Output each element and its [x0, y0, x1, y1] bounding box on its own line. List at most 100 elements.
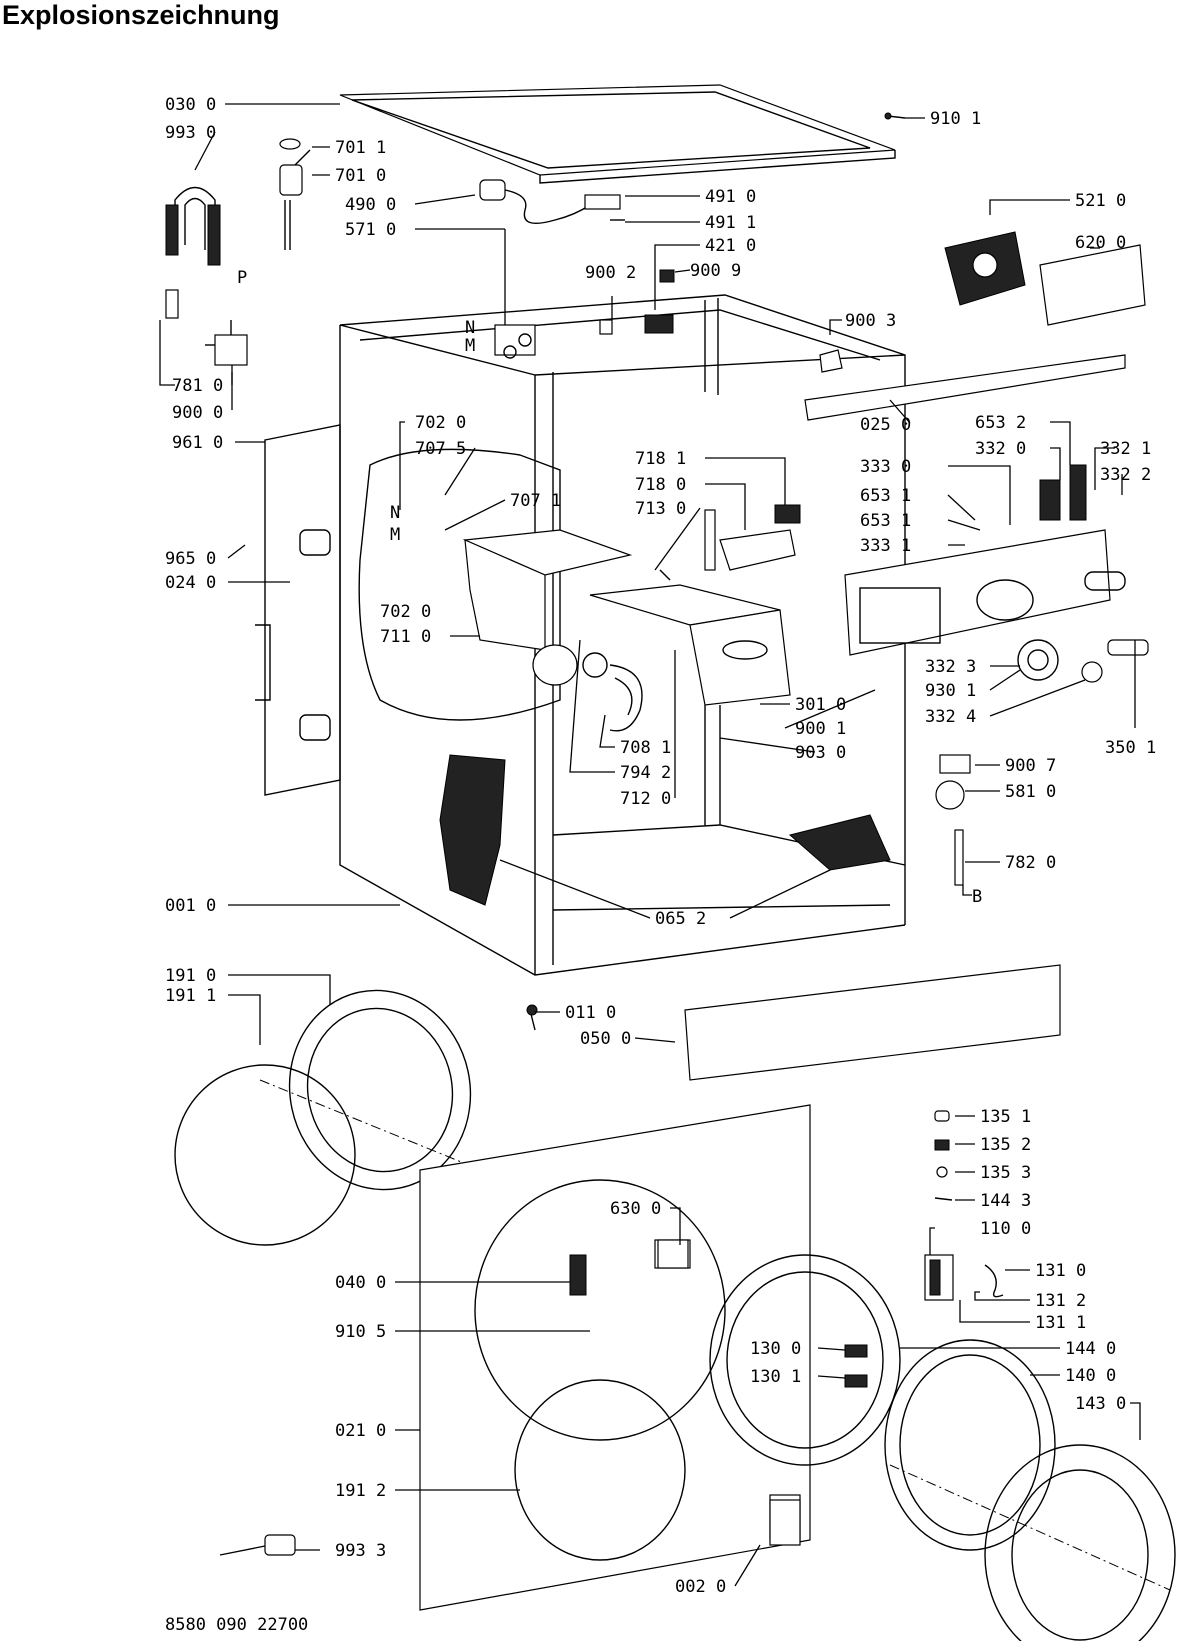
part-label: 930 1 — [925, 681, 976, 701]
part-label: 653 1 — [860, 486, 911, 506]
part-label: 961 0 — [172, 433, 223, 453]
part-label: 900 0 — [172, 403, 223, 423]
part-label: 301 0 — [795, 695, 846, 715]
part-label: 993 0 — [165, 123, 216, 143]
control-panel — [844, 529, 1149, 683]
leader-lines — [159, 103, 1141, 1587]
part-label: 001 0 — [165, 896, 216, 916]
part-label: 332 3 — [925, 657, 976, 677]
sump-parts — [659, 504, 801, 581]
part-label: 993 3 — [335, 1541, 386, 1561]
pressure-switch — [935, 754, 971, 886]
part-label: 707 1 — [510, 491, 561, 511]
part-label: 025 0 — [860, 415, 911, 435]
part-label: 491 1 — [705, 213, 756, 233]
part-label: 131 0 — [1035, 1261, 1086, 1281]
part-label: 143 0 — [1075, 1394, 1126, 1414]
part-label: 191 1 — [165, 986, 216, 1006]
control-rail — [804, 231, 1146, 521]
power-cable — [479, 179, 625, 224]
part-label: 581 0 — [1005, 782, 1056, 802]
vent-valve-701 — [279, 138, 311, 250]
filter-assembly-781 — [205, 320, 248, 366]
part-label: 900 3 — [845, 311, 896, 331]
part-label: 491 0 — [705, 187, 756, 207]
part-label: 144 0 — [1065, 1339, 1116, 1359]
detergent-region-outline — [358, 448, 561, 721]
inlet-valve — [494, 324, 536, 359]
rear-panel — [255, 424, 341, 796]
part-label: 002 0 — [675, 1577, 726, 1597]
part-label: 794 2 — [620, 763, 671, 783]
door-lock — [657, 1239, 689, 1269]
part-label: 021 0 — [335, 1421, 386, 1441]
part-label: 900 7 — [1005, 756, 1056, 776]
part-label: 965 0 — [165, 549, 216, 569]
service-cover — [769, 1499, 801, 1546]
part-label: 135 3 — [980, 1163, 1031, 1183]
letter-b: B — [972, 887, 982, 907]
part-label: 144 3 — [980, 1191, 1031, 1211]
part-label: 065 2 — [655, 909, 706, 929]
part-label: 712 0 — [620, 789, 671, 809]
insulation-patches — [439, 754, 891, 906]
door-hinge — [924, 1254, 1004, 1301]
part-label: 713 0 — [635, 499, 686, 519]
part-label: 702 0 — [380, 602, 431, 622]
screw-set — [934, 1110, 953, 1201]
part-label: 131 1 — [1035, 1313, 1086, 1333]
part-label: 332 0 — [975, 439, 1026, 459]
bellows-hose — [582, 652, 643, 732]
part-label: 718 0 — [635, 475, 686, 495]
letter-n: N — [465, 318, 475, 338]
part-drawings — [165, 84, 1176, 1641]
part-label: 140 0 — [1065, 1366, 1116, 1386]
part-label: 708 1 — [620, 738, 671, 758]
part-label: 110 0 — [980, 1219, 1031, 1239]
door-frame — [709, 1254, 901, 1466]
kick-panel — [526, 964, 1061, 1081]
part-label: 900 1 — [795, 719, 846, 739]
part-label: 050 0 — [580, 1029, 631, 1049]
part-label: 135 1 — [980, 1107, 1031, 1127]
part-label: 900 2 — [585, 263, 636, 283]
part-label: 630 0 — [610, 1199, 661, 1219]
part-label: 910 5 — [335, 1322, 386, 1342]
letter-n: N — [390, 503, 400, 523]
part-label: 620 0 — [1075, 233, 1126, 253]
part-label: 903 0 — [795, 743, 846, 763]
part-label: 130 1 — [750, 1367, 801, 1387]
letter-p: P — [237, 268, 247, 288]
part-label: 333 0 — [860, 457, 911, 477]
part-label: 191 0 — [165, 966, 216, 986]
part-label: 332 1 — [1100, 439, 1151, 459]
part-label: 718 1 — [635, 449, 686, 469]
drawing-number: 8580 090 22700 — [165, 1615, 308, 1635]
letter-m: M — [465, 336, 475, 356]
part-label: 135 2 — [980, 1135, 1031, 1155]
top-lid — [339, 84, 896, 184]
part-label: 350 1 — [1105, 738, 1156, 758]
part-label: 653 1 — [860, 511, 911, 531]
part-label: 332 4 — [925, 707, 976, 727]
hose-assembly-993 — [165, 186, 221, 319]
small-fittings — [599, 269, 843, 373]
part-label: 490 0 — [345, 195, 396, 215]
part-label: 030 0 — [165, 95, 216, 115]
door-glass — [884, 1339, 1056, 1551]
part-label: 653 2 — [975, 413, 1026, 433]
part-label: 701 1 — [335, 138, 386, 158]
part-label: 191 2 — [335, 1481, 386, 1501]
part-label: 782 0 — [1005, 853, 1056, 873]
part-label: 900 9 — [690, 261, 741, 281]
part-label: 571 0 — [345, 220, 396, 240]
part-label: 701 0 — [335, 166, 386, 186]
side-letters: P B N M N M — [237, 268, 982, 907]
part-label: 521 0 — [1075, 191, 1126, 211]
part-label: 711 0 — [380, 627, 431, 647]
part-label: 781 0 — [172, 376, 223, 396]
part-label: 131 2 — [1035, 1291, 1086, 1311]
screw-910-1 — [884, 112, 906, 120]
